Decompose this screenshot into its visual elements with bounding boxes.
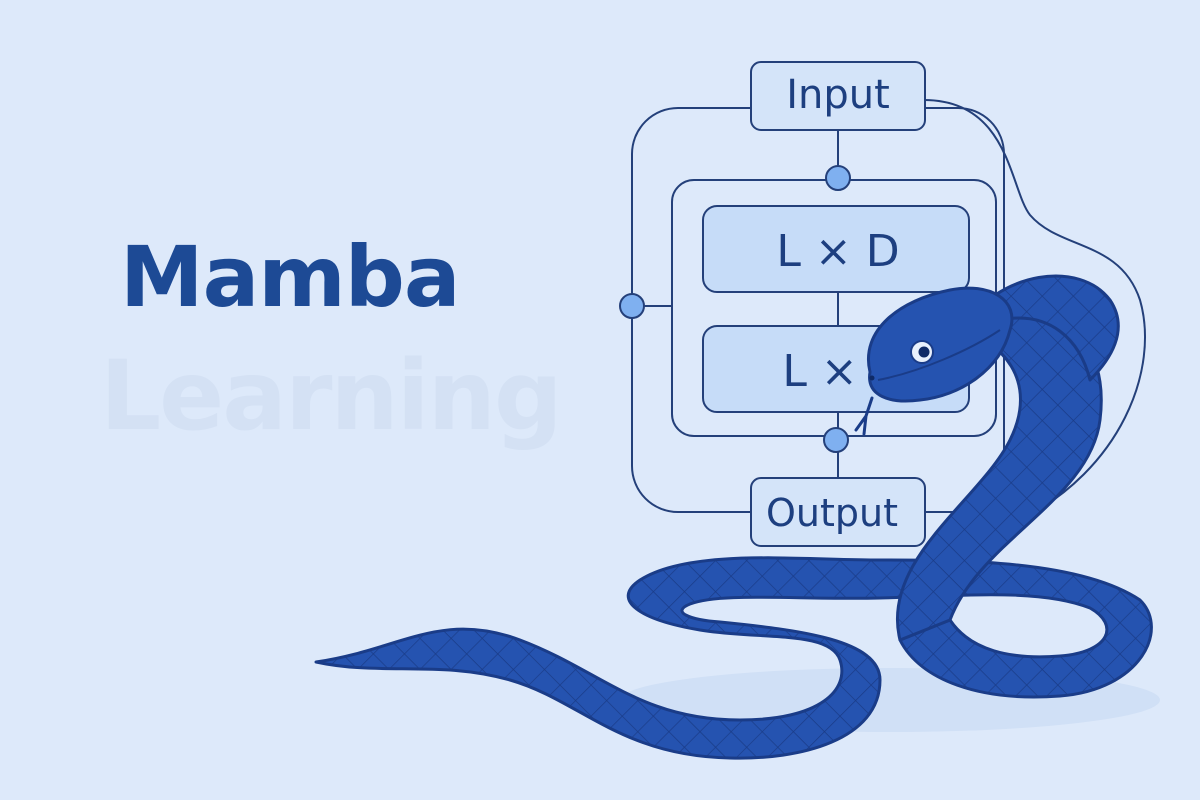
node-top bbox=[825, 165, 851, 191]
layer-box-1: L × D bbox=[702, 205, 970, 293]
node-bottom bbox=[823, 427, 849, 453]
input-label: Input bbox=[786, 72, 890, 118]
residual-curve bbox=[923, 99, 1146, 521]
snake-tongue-icon bbox=[854, 396, 874, 436]
output-box: Output bbox=[750, 477, 926, 547]
layer1-label: L × D bbox=[776, 226, 899, 277]
layer2-label: L × bbox=[782, 346, 857, 397]
title: Mamba bbox=[120, 228, 461, 326]
node-left bbox=[619, 293, 645, 319]
output-label: Output bbox=[766, 491, 898, 535]
snake-illustration bbox=[314, 274, 1160, 760]
subtitle: Learning bbox=[100, 340, 563, 452]
input-box: Input bbox=[750, 61, 926, 131]
